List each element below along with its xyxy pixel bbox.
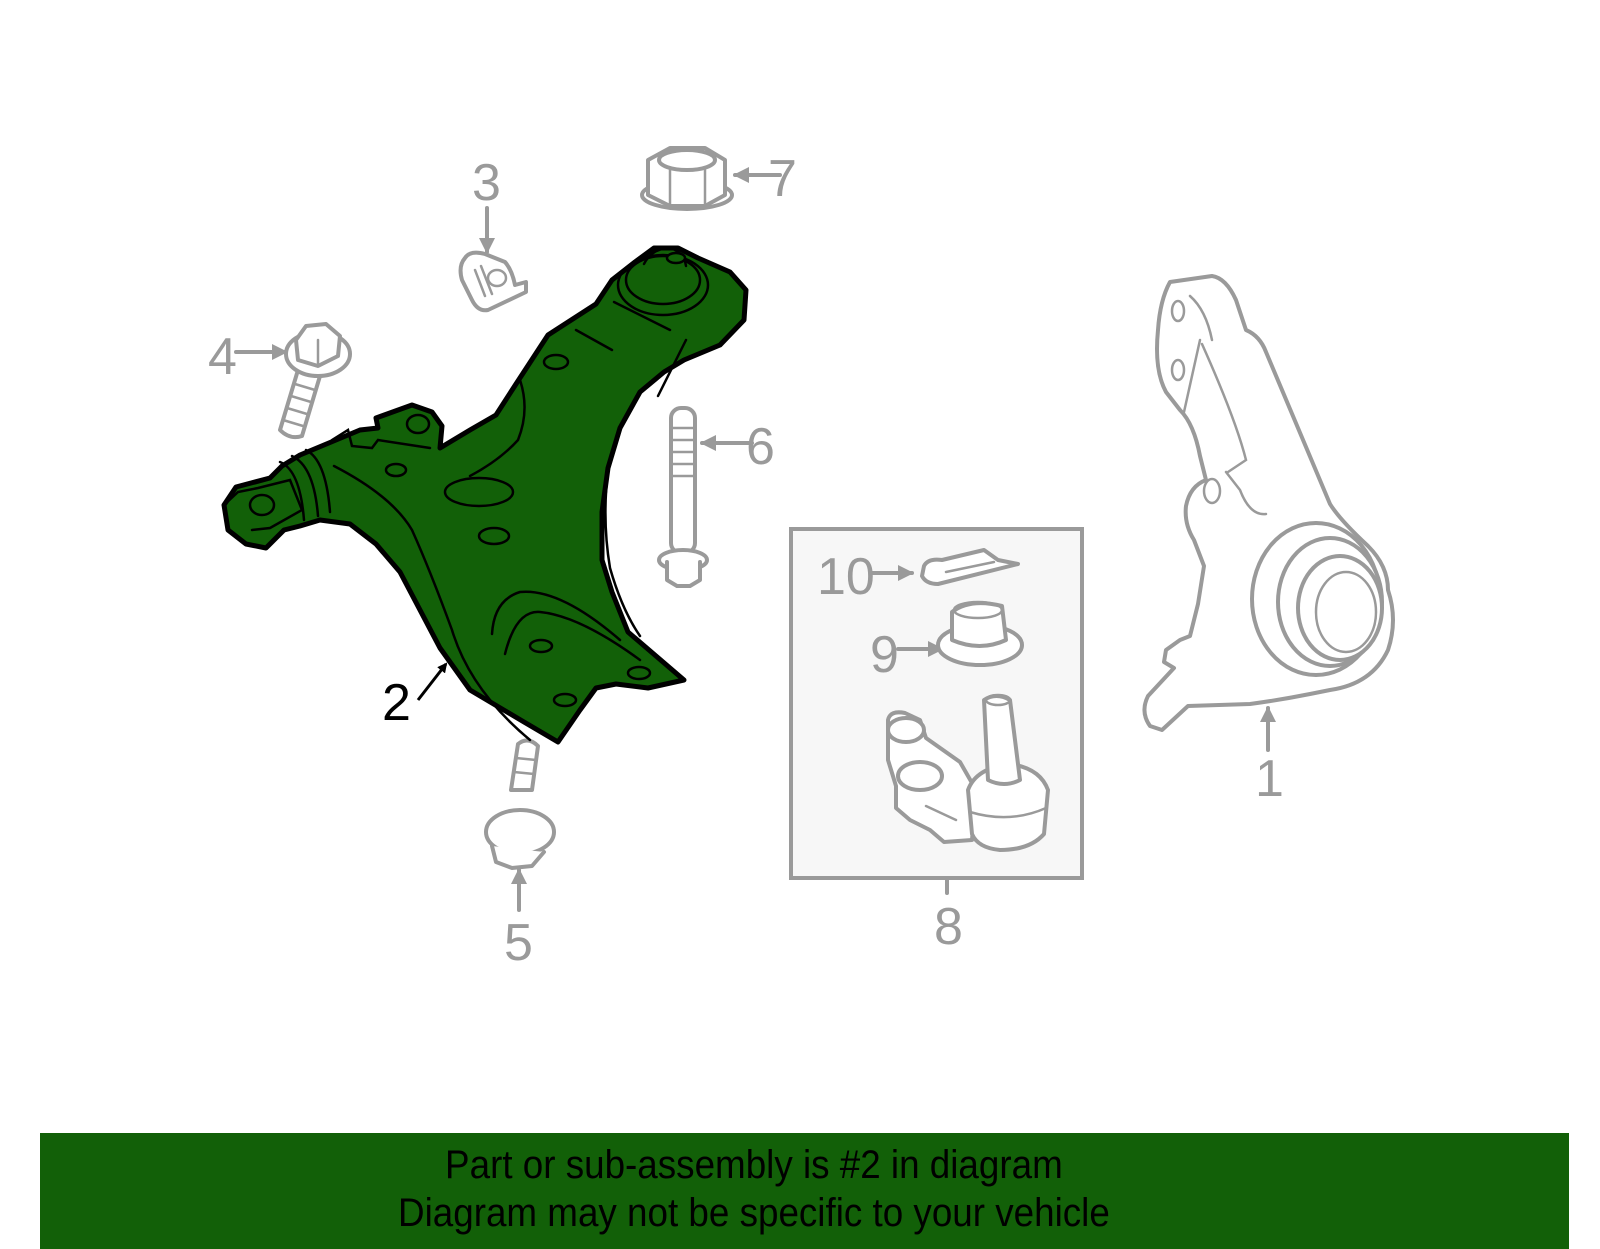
part-2-lower-control-arm[interactable]: 2 [221,245,749,745]
part-6-long-bolt[interactable]: 6 [657,406,775,588]
part-3-bushing-clip[interactable]: 3 [458,154,528,313]
part-1-steering-knuckle[interactable]: 1 [1142,274,1395,808]
callout-9[interactable]: 9 [870,626,899,684]
callout-2[interactable]: 2 [382,674,411,732]
banner-line-part-info: Part or sub-assembly is #2 in diagram [445,1143,1063,1187]
callout-10[interactable]: 10 [817,548,875,606]
part-7-flange-nut[interactable]: 7 [640,146,797,211]
part-9-dust-boot[interactable]: 9 [870,600,1024,684]
part-4-flange-bolt[interactable]: 4 [208,322,352,440]
callout-4[interactable]: 4 [208,328,237,386]
part-5-flange-bolt-short[interactable]: 5 [484,738,556,972]
callout-7[interactable]: 7 [768,150,797,208]
callout-8[interactable]: 8 [934,898,963,956]
part-10-cotter-pin[interactable]: 10 [817,548,1020,606]
info-banner: Part or sub-assembly is #2 in diagram Di… [40,1133,1569,1249]
callout-6[interactable]: 6 [746,418,775,476]
banner-line-disclaimer: Diagram may not be specific to your vehi… [398,1191,1110,1235]
ball-joint-body [886,693,1050,852]
callout-5[interactable]: 5 [504,914,533,972]
callout-3[interactable]: 3 [472,154,501,212]
callout-1[interactable]: 1 [1255,750,1284,808]
part-8-ball-joint-group[interactable]: 8 10 9 [789,527,1084,956]
